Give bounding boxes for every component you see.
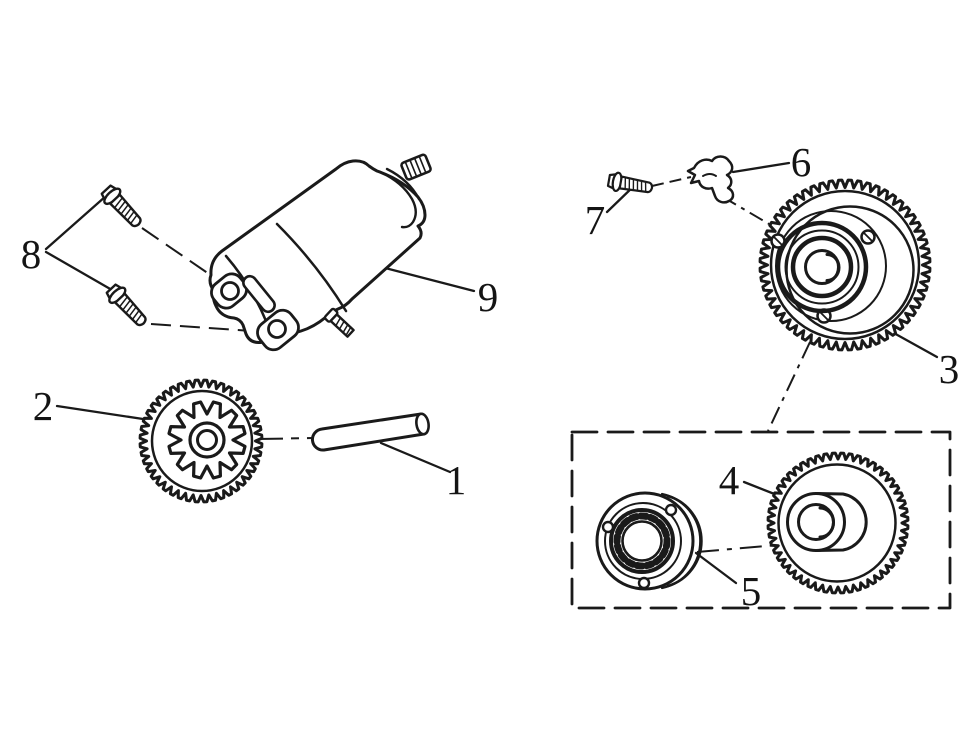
flange-bolt-icon — [102, 280, 153, 332]
clamp-bracket-part — [686, 155, 735, 204]
mount-slot — [242, 274, 276, 314]
driven-gear-part — [766, 451, 910, 595]
gear-face-circle — [769, 189, 921, 341]
pinion-bore-hole — [196, 429, 218, 451]
callout-label-1: 1 — [446, 457, 467, 503]
leader-line-8 — [44, 194, 114, 292]
sprag-inner-circle — [621, 520, 663, 562]
leader-line-2 — [55, 404, 145, 421]
assembly-dash-lines — [141, 176, 811, 553]
callout-label-4: 4 — [719, 457, 740, 503]
callout-label-7: 7 — [585, 197, 606, 243]
mounting-bolts-part — [97, 181, 153, 332]
sprag-elements-ring — [613, 512, 671, 570]
bearing-outer-ring — [775, 220, 869, 314]
motor-terminal-stud — [323, 307, 355, 338]
flange-bolt-icon — [97, 181, 148, 233]
mount-hole — [267, 319, 287, 339]
leader-line-5 — [694, 551, 738, 585]
bolt-to-bracket-dash-line — [651, 176, 692, 187]
clamp-bolt-part — [606, 170, 655, 199]
callout-label-9: 9 — [478, 274, 499, 320]
idler-gear-part — [138, 378, 264, 504]
bracket-detail-line — [702, 173, 717, 177]
bearing-race-circle — [784, 229, 860, 305]
flange-hole — [601, 520, 615, 534]
flange-hole — [664, 503, 678, 517]
pin-end-face — [415, 412, 430, 436]
bolt-to-ear-dash-line — [141, 227, 229, 288]
leader-line-1 — [379, 441, 452, 474]
idler-shaft-pin-part — [310, 412, 430, 452]
gear-face-circle — [150, 389, 254, 493]
bracket-outline — [686, 155, 735, 204]
starter-motor-part — [208, 153, 432, 352]
callout-label-3: 3 — [939, 346, 960, 392]
bearing-inner-ring — [790, 235, 854, 299]
callout-label-5: 5 — [741, 568, 762, 614]
clutch-rim-arc — [660, 492, 702, 590]
leader-line-4 — [742, 480, 779, 497]
flange-hole — [637, 576, 651, 590]
hub-bore-crescent — [818, 506, 835, 539]
motor-seam-line — [275, 222, 348, 313]
one-way-clutch-part — [595, 491, 703, 591]
leader-line-6 — [731, 161, 791, 174]
motor-mount-bracket — [210, 272, 300, 352]
shaft-hole-crescent — [825, 253, 841, 282]
pin-body — [310, 412, 426, 452]
callout-label-8: 8 — [21, 231, 42, 277]
mount-hole — [220, 281, 240, 301]
callout-label-2: 2 — [33, 383, 54, 429]
motor-collar-arcs — [378, 167, 421, 229]
callout-label-6: 6 — [791, 139, 812, 185]
detail-box — [570, 430, 952, 610]
sprag-outer-ring — [609, 508, 675, 574]
flange-bolt-icon — [606, 170, 655, 199]
callout-labels: 1 2 3 4 5 6 7 8 9 — [21, 139, 960, 614]
bracket-to-gear-dash-line — [722, 196, 770, 225]
gear-face-circle — [777, 463, 897, 583]
gear-to-box-dash-line — [767, 341, 811, 432]
motor-spline-shaft — [400, 153, 432, 181]
leader-line-3 — [890, 330, 939, 359]
motor-body-outline — [208, 159, 427, 344]
starter-clutch-gear-part — [758, 178, 932, 352]
